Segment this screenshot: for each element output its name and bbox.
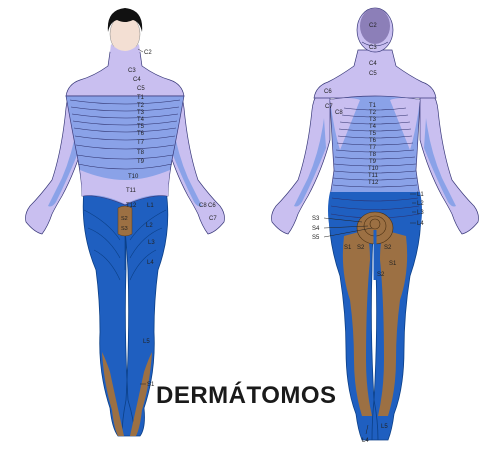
back-label-l5: L5 xyxy=(381,424,388,430)
back-label-s5: S5 xyxy=(312,235,320,241)
back-torso xyxy=(329,95,421,197)
back-label-c4: C4 xyxy=(369,61,377,67)
back-label-t2: T2 xyxy=(369,110,377,116)
front-jaw-c2 xyxy=(110,44,140,57)
back-shoulder-c-wedge xyxy=(330,98,360,150)
back-right-arm xyxy=(419,83,479,235)
front-label-t1: T1 xyxy=(137,95,145,101)
back-label-t6: T6 xyxy=(369,138,377,144)
back-label-s1-left: S1 xyxy=(344,245,352,251)
front-label-c2: C2 xyxy=(144,50,152,56)
back-label-c2: C2 xyxy=(369,23,377,29)
front-label-t2: T2 xyxy=(137,103,145,109)
front-label-t12: T12 xyxy=(126,203,137,209)
back-left-arm xyxy=(271,83,331,235)
front-label-s2: S2 xyxy=(121,216,128,222)
back-label-t3: T3 xyxy=(369,117,377,123)
back-left-leg-sacral xyxy=(342,230,372,416)
front-s1-foot-region xyxy=(102,352,124,436)
back-label-s3: S3 xyxy=(312,216,320,222)
front-lumbar-lines xyxy=(83,209,167,281)
front-label-t9: T9 xyxy=(137,159,145,165)
front-label-s3: S3 xyxy=(121,226,128,232)
front-label-t4: T4 xyxy=(137,117,145,123)
back-label-t5: T5 xyxy=(369,131,377,137)
back-label-t7: T7 xyxy=(369,145,377,151)
front-label-c6: C6 xyxy=(208,203,216,209)
front-label-c3: C3 xyxy=(128,68,136,74)
front-label-t5: T5 xyxy=(137,124,145,130)
back-label-c3: C3 xyxy=(369,45,377,51)
front-label-c4: C4 xyxy=(133,77,141,83)
back-right-leg-sacral xyxy=(378,230,408,416)
back-label-l1: L1 xyxy=(417,192,424,198)
back-sacral-rings xyxy=(356,211,394,280)
front-label-l2: L2 xyxy=(146,223,153,229)
front-label-l4: L4 xyxy=(147,260,154,266)
back-head-c2-region xyxy=(360,8,390,44)
front-label-l1: L1 xyxy=(147,203,154,209)
front-label-t7: T7 xyxy=(137,140,145,146)
back-label-s2-right: S2 xyxy=(384,245,392,251)
back-label-t11: T11 xyxy=(368,173,379,179)
front-label-l5: L5 xyxy=(143,339,150,345)
front-label-c5: C5 xyxy=(137,86,145,92)
back-label-s4: S4 xyxy=(312,226,320,232)
back-lumbar-region xyxy=(328,192,422,230)
back-label-l4-foot: L4 xyxy=(362,438,369,444)
back-shoulder-c-wedge-right xyxy=(390,98,420,150)
back-label-t1: T1 xyxy=(369,103,377,109)
front-label-t11: T11 xyxy=(126,188,137,194)
front-label-t6: T6 xyxy=(137,131,145,137)
front-label-t3: T3 xyxy=(137,110,145,116)
front-s1-foot-right-region xyxy=(130,352,152,436)
back-label-s2-left: S2 xyxy=(357,245,365,251)
back-left-arm-t1-strip xyxy=(294,118,326,207)
back-label-s1-right: S1 xyxy=(389,261,397,267)
back-neck-c3-line xyxy=(361,41,389,47)
front-label-s1: S1 xyxy=(147,382,155,388)
diagram-title: DERMÁTOMOS xyxy=(156,381,337,409)
back-right-arm-t1-strip xyxy=(424,118,456,207)
back-label-t12: T12 xyxy=(368,180,379,186)
back-label-l4: L4 xyxy=(417,221,424,227)
front-label-t10: T10 xyxy=(128,174,139,180)
front-body-figure xyxy=(25,8,225,437)
back-label-s2-mid: S2 xyxy=(377,272,385,278)
back-body-figure xyxy=(271,7,479,441)
front-left-arm xyxy=(25,81,85,235)
back-label-c6: C6 xyxy=(324,89,332,95)
back-neck-shoulders xyxy=(313,49,437,99)
back-labels: C2 C3 C4 C5 C6 C7 C8 T1 T2 T3 T4 T5 T6 T… xyxy=(312,23,424,444)
front-thoracic-bands xyxy=(69,99,181,170)
front-label-c8: C8 xyxy=(199,203,207,209)
back-label-t4: T4 xyxy=(369,124,377,130)
front-sacral-genital-area xyxy=(117,205,133,237)
back-thoracic-bands xyxy=(332,107,418,188)
back-label-c5: C5 xyxy=(369,71,377,77)
front-label-c7: C7 xyxy=(209,216,217,222)
back-label-l2: L2 xyxy=(417,201,424,207)
front-lower-abdomen xyxy=(80,170,170,204)
front-label-l3: L3 xyxy=(148,240,155,246)
back-label-t9: T9 xyxy=(369,159,377,165)
front-hair xyxy=(107,8,143,32)
back-label-t8: T8 xyxy=(369,152,377,158)
front-labels: C2 C3 C4 C5 T1 T2 T3 T4 T5 T6 T7 T8 T9 T… xyxy=(121,48,217,388)
front-label-t8: T8 xyxy=(137,150,145,156)
front-right-arm xyxy=(165,81,225,235)
back-label-l3: L3 xyxy=(417,210,424,216)
front-neck-shoulders xyxy=(65,51,185,97)
back-label-c7: C7 xyxy=(325,104,333,110)
back-label-c8: C8 xyxy=(335,110,343,116)
back-label-t10: T10 xyxy=(368,166,379,172)
